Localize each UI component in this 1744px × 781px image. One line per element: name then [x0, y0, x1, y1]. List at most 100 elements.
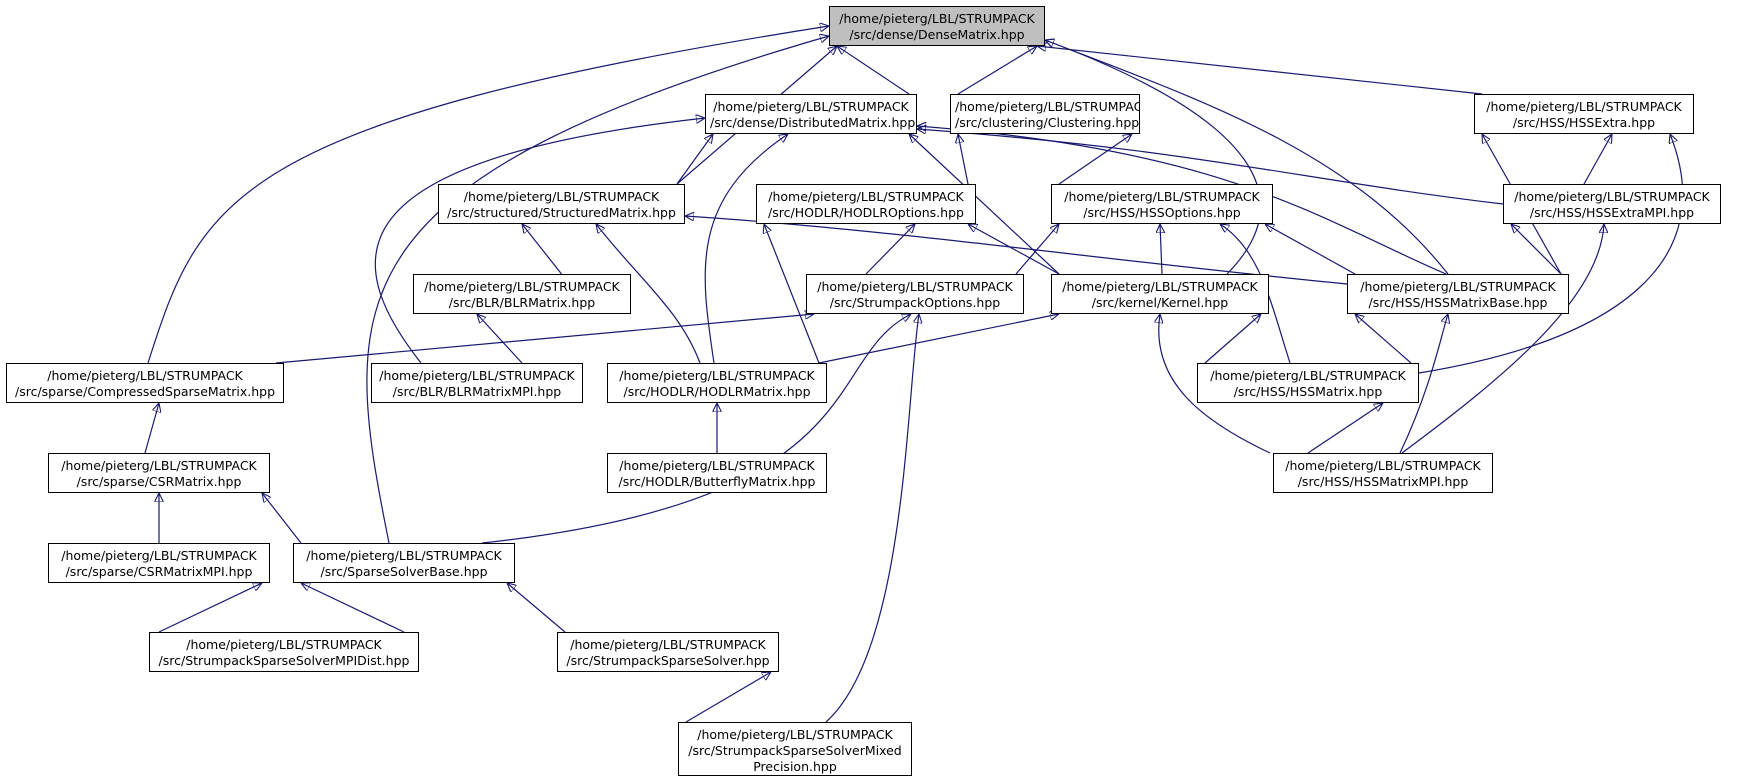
edge-hssbase-to-dense: [1045, 40, 1449, 275]
node-label-line: /home/pieterg/LBL/STRUMPACK: [817, 279, 1013, 294]
edge-hssmpi-to-kernel: [1159, 314, 1271, 454]
node-label-line: /home/pieterg/LBL/STRUMPACK: [463, 189, 660, 204]
node-label-line: /src/StrumpackSparseSolverMPIDist.hpp: [158, 653, 410, 668]
edge-structured-to-distributed: [676, 134, 713, 185]
node-label-line: /home/pieterg/LBL/STRUMPACK: [424, 279, 620, 294]
node-blrmpi[interactable]: /home/pieterg/LBL/STRUMPACK/src/BLR/BLRM…: [371, 363, 583, 403]
node-label-line: /home/pieterg/LBL/STRUMPACK: [1285, 458, 1481, 473]
node-label-line: /src/BLR/BLRMatrixMPI.hpp: [392, 384, 562, 399]
node-label-line: /src/clustering/Clustering.hpp: [955, 115, 1140, 130]
edge-kernel-to-dense: [1045, 40, 1262, 275]
edge-hodlrmat-to-distributed: [704, 134, 788, 364]
node-label-line: /src/kernel/Kernel.hpp: [1091, 295, 1229, 310]
node-label-line: /home/pieterg/LBL/STRUMPACK: [47, 368, 243, 383]
edge-hssmpi-to-hssextrampi: [1401, 224, 1604, 454]
node-label-line: /src/HODLR/ButterflyMatrix.hpp: [618, 474, 816, 489]
node-label-line: /home/pieterg/LBL/STRUMPACK: [1064, 189, 1260, 204]
node-label-line: /home/pieterg/LBL/STRUMPACK: [619, 368, 815, 383]
edge-kernel-to-hodlropts: [968, 224, 1060, 275]
edge-mpidist-to-csrmpi: [158, 583, 262, 633]
node-label-line: /home/pieterg/LBL/STRUMPACK: [697, 727, 893, 742]
edge-sparsebase-to-dense: [366, 36, 829, 544]
edge-blr-to-structured: [522, 224, 562, 275]
edge-hssbase-to-hssopts: [1265, 224, 1356, 275]
node-label-line: /src/sparse/CSRMatrixMPI.hpp: [65, 564, 253, 579]
node-dense: /home/pieterg/LBL/STRUMPACK/src/dense/De…: [829, 6, 1045, 46]
node-hssmpi[interactable]: /home/pieterg/LBL/STRUMPACK/src/HSS/HSSM…: [1273, 453, 1493, 493]
node-label-line: /src/StrumpackOptions.hpp: [829, 295, 1001, 310]
node-label-line: /home/pieterg/LBL/STRUMPACK: [955, 99, 1140, 114]
edge-blrmpi-to-distributed: [374, 118, 705, 364]
node-hssopts[interactable]: /home/pieterg/LBL/STRUMPACK/src/HSS/HSSO…: [1051, 184, 1273, 224]
node-hssmat[interactable]: /home/pieterg/LBL/STRUMPACK/src/HSS/HSSM…: [1197, 363, 1419, 403]
node-label-line: /src/BLR/BLRMatrix.hpp: [448, 295, 596, 310]
edge-sparsebase-to-csr: [262, 493, 302, 544]
node-label-line: /src/SparseSolverBase.hpp: [320, 564, 488, 579]
node-label-line: /home/pieterg/LBL/STRUMPACK: [619, 458, 815, 473]
node-label-line: /src/HSS/HSSMatrixMPI.hpp: [1297, 474, 1469, 489]
node-hodlropts[interactable]: /home/pieterg/LBL/STRUMPACK/src/HODLR/HO…: [756, 184, 976, 224]
node-hssextra[interactable]: /home/pieterg/LBL/STRUMPACK/src/HSS/HSSE…: [1474, 94, 1694, 134]
node-hssextrampi[interactable]: /home/pieterg/LBL/STRUMPACK/src/HSS/HSSE…: [1503, 184, 1721, 224]
node-mpidist[interactable]: /home/pieterg/LBL/STRUMPACK/src/Strumpac…: [149, 632, 419, 672]
node-kernel[interactable]: /home/pieterg/LBL/STRUMPACK/src/kernel/K…: [1051, 274, 1269, 314]
node-label-line: /src/HODLR/HODLRMatrix.hpp: [623, 384, 811, 399]
edge-blrmpi-to-blr: [477, 314, 523, 364]
node-clustering[interactable]: /home/pieterg/LBL/STRUMPACK/src/clusteri…: [950, 94, 1140, 134]
node-hodlrmat[interactable]: /home/pieterg/LBL/STRUMPACK/src/HODLR/HO…: [607, 363, 827, 403]
edge-clustering-to-dense: [957, 46, 1037, 95]
node-label-line: /home/pieterg/LBL/STRUMPACK: [61, 458, 257, 473]
edge-compressed-to-sopts: [275, 314, 814, 364]
edge-sopts-to-hodlropts: [865, 224, 915, 275]
node-structured[interactable]: /home/pieterg/LBL/STRUMPACK/src/structur…: [438, 184, 685, 224]
edge-mixed-to-sparsesolver: [685, 672, 771, 723]
node-label-line: /home/pieterg/LBL/STRUMPACK: [1360, 279, 1556, 294]
node-csr[interactable]: /home/pieterg/LBL/STRUMPACK/src/sparse/C…: [48, 453, 270, 493]
node-label-line: /home/pieterg/LBL/STRUMPACK: [61, 548, 257, 563]
node-butterfly[interactable]: /home/pieterg/LBL/STRUMPACK/src/HODLR/Bu…: [607, 453, 827, 493]
node-sopts[interactable]: /home/pieterg/LBL/STRUMPACK/src/Strumpac…: [806, 274, 1024, 314]
node-label-line: Precision.hpp: [753, 759, 837, 774]
edge-sparsebase-to-sopts: [481, 314, 911, 544]
edge-csr-to-compressed: [144, 403, 159, 454]
node-distributed[interactable]: /home/pieterg/LBL/STRUMPACK/src/dense/Di…: [705, 94, 917, 134]
node-label-line: /home/pieterg/LBL/STRUMPACK: [1210, 368, 1406, 383]
node-label-line: /src/StrumpackSparseSolver.hpp: [566, 653, 770, 668]
node-label-line: /home/pieterg/LBL/STRUMPACK: [186, 637, 382, 652]
node-label-line: /src/sparse/CompressedSparseMatrix.hpp: [14, 384, 276, 399]
node-csrmpi[interactable]: /home/pieterg/LBL/STRUMPACK/src/sparse/C…: [48, 543, 270, 583]
node-sparsebase[interactable]: /home/pieterg/LBL/STRUMPACK/src/SparseSo…: [293, 543, 515, 583]
edge-hssmpi-to-hssbase: [1399, 314, 1448, 454]
edge-sopts-to-hssopts: [1015, 224, 1059, 275]
edge-hssextrampi-to-hssextra: [1583, 134, 1612, 185]
node-label-line: /home/pieterg/LBL/STRUMPACK: [1514, 189, 1710, 204]
node-label-line: /home/pieterg/LBL/STRUMPACK: [306, 548, 502, 563]
node-label-line: /src/HSS/HSSExtraMPI.hpp: [1529, 205, 1695, 220]
node-blr[interactable]: /home/pieterg/LBL/STRUMPACK/src/BLR/BLRM…: [413, 274, 631, 314]
edge-kernel-to-distributed: [909, 134, 1060, 275]
node-label-line: /src/StrumpackSparseSolverMixed: [688, 743, 902, 758]
node-label-line: /src/sparse/CSRMatrix.hpp: [76, 474, 242, 489]
node-label-line: /home/pieterg/LBL/STRUMPACK: [1486, 99, 1682, 114]
edge-hssextrampi-to-distributed: [917, 129, 1504, 205]
node-hssbase[interactable]: /home/pieterg/LBL/STRUMPACK/src/HSS/HSSM…: [1347, 274, 1569, 314]
edge-distributed-to-dense: [837, 46, 910, 95]
edge-hodlropts-to-clustering: [958, 134, 969, 185]
node-label-line: /src/HSS/HSSMatrixBase.hpp: [1368, 295, 1548, 310]
edge-sparsesolver-to-sparsebase: [507, 583, 566, 633]
edge-compressed-to-dense: [147, 26, 829, 364]
edge-hssextra-to-dense: [1037, 46, 1483, 95]
node-label-line: /src/HSS/HSSOptions.hpp: [1083, 205, 1241, 220]
node-label-line: /src/HODLR/HODLROptions.hpp: [768, 205, 964, 220]
edge-hssbase-to-hssextrampi: [1511, 224, 1562, 275]
node-label-line: /src/dense/DistributedMatrix.hpp: [710, 115, 916, 130]
edge-hssopts-to-clustering: [1058, 134, 1132, 185]
node-mixed[interactable]: /home/pieterg/LBL/STRUMPACK/src/Strumpac…: [678, 722, 912, 776]
edge-mpidist-to-sparsebase: [301, 583, 405, 633]
node-label-line: /src/HSS/HSSMatrix.hpp: [1233, 384, 1383, 399]
node-compressed[interactable]: /home/pieterg/LBL/STRUMPACK/src/sparse/C…: [6, 363, 284, 403]
node-sparsesolver[interactable]: /home/pieterg/LBL/STRUMPACK/src/Strumpac…: [557, 632, 779, 672]
node-label-line: /home/pieterg/LBL/STRUMPACK: [1062, 279, 1258, 294]
node-label-line: /src/HSS/HSSExtra.hpp: [1512, 115, 1656, 130]
